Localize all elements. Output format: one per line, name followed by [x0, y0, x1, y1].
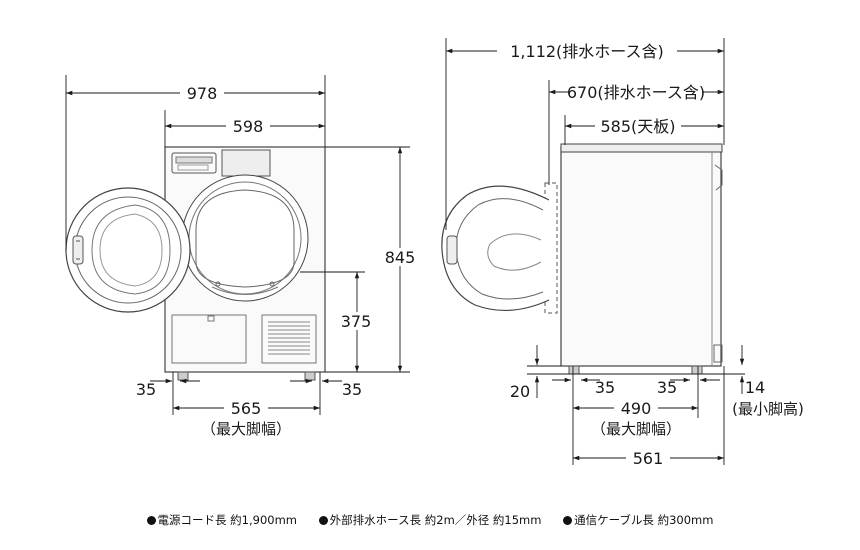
label-foot-left-35: 35 [136, 380, 156, 399]
open-door [65, 187, 191, 313]
label-565-note: （最大脚幅） [201, 420, 291, 438]
label-490-note: （最大脚幅） [591, 420, 681, 438]
footnotes: 電源コード長 約1,900mm 外部排水ホース長 約2m／外径 約15mm 通信… [0, 512, 860, 528]
filter-grille [261, 314, 317, 364]
side-labels: 1,112(排水ホース含) 670(排水ホース含) 585(天板) 20 35 … [497, 42, 804, 468]
foot-left [177, 371, 189, 381]
dryer-side-body [560, 146, 722, 367]
label-foot-right-35: 35 [342, 380, 362, 399]
lower-cover [171, 314, 247, 364]
label-side-foot-rear-35: 35 [657, 378, 677, 397]
label-490: 490 [621, 399, 652, 418]
bullet-icon [146, 516, 156, 525]
label-670: 670(排水ホース含) [567, 83, 705, 102]
label-565: 565 [231, 399, 262, 418]
label-14-note: (最小脚高) [732, 400, 804, 418]
footnote-power-cord-text: 電源コード長 約1,900mm [157, 513, 298, 527]
foot-right [304, 371, 316, 381]
side-view [441, 143, 723, 375]
label-845: 845 [385, 248, 416, 267]
footnote-power-cord: 電源コード長 約1,900mm [146, 513, 298, 527]
side-foot-front [568, 365, 580, 375]
label-585: 585(天板) [600, 117, 675, 136]
door-opening [181, 174, 309, 302]
label-20: 20 [510, 382, 530, 401]
front-view [65, 146, 326, 381]
drawer [171, 152, 217, 174]
side-door-handle [446, 235, 458, 265]
label-598: 598 [233, 117, 264, 136]
label-14: 14 [745, 378, 765, 397]
door-handle [72, 235, 84, 265]
control-panel [221, 149, 271, 177]
footnote-comm-cable-text: 通信ケーブル長 約300mm [574, 513, 714, 527]
footnote-drain-hose-text: 外部排水ホース長 約2m／外径 約15mm [329, 513, 542, 527]
bullet-icon [563, 516, 573, 525]
bullet-icon [318, 516, 328, 525]
label-side-foot-front-35: 35 [595, 378, 615, 397]
footnote-drain-hose: 外部排水ホース長 約2m／外径 約15mm [318, 513, 542, 527]
label-561: 561 [633, 449, 664, 468]
front-labels: 978 598 845 375 35 35 565 （最大脚幅） [136, 84, 420, 438]
label-978: 978 [187, 84, 218, 103]
footnote-comm-cable: 通信ケーブル長 約300mm [563, 513, 713, 527]
grille-lines [268, 321, 310, 355]
side-foot-rear [691, 365, 703, 375]
side-open-door [441, 185, 550, 312]
label-1112: 1,112(排水ホース含) [510, 42, 664, 61]
top-plate [560, 143, 723, 153]
label-375: 375 [341, 312, 372, 331]
